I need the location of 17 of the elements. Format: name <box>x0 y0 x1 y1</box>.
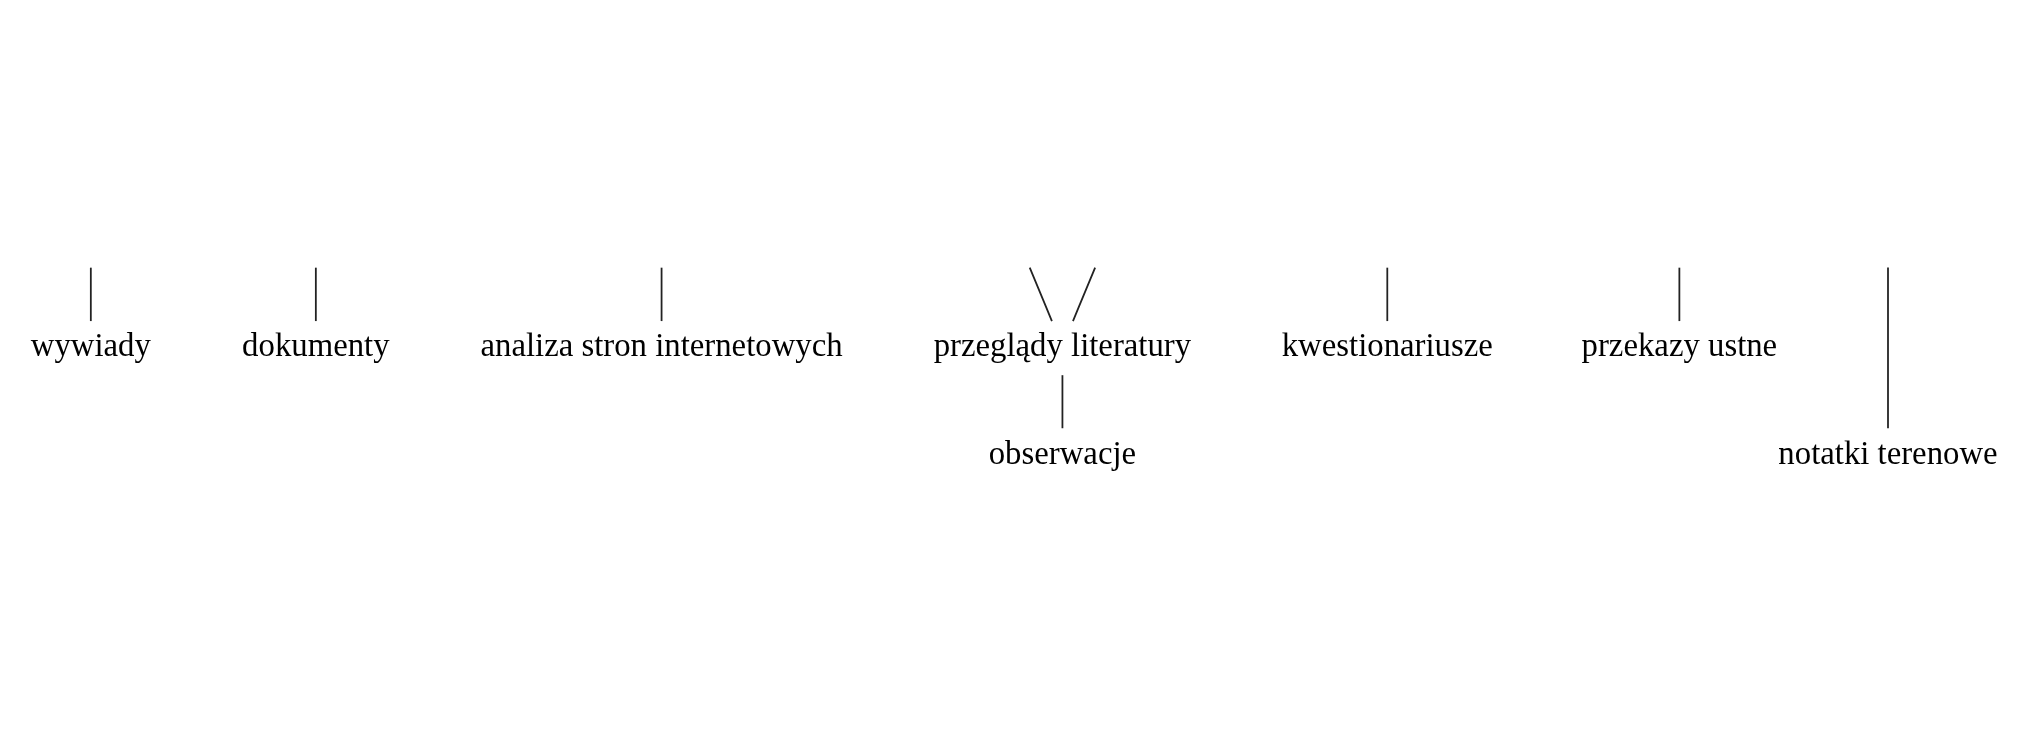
connector <box>1887 266 1889 430</box>
connector <box>1061 374 1064 430</box>
connector <box>314 266 317 322</box>
connector <box>660 266 663 322</box>
node-text: przekazy ustne <box>1581 327 1778 364</box>
connector <box>1678 266 1681 322</box>
node-text: dokumenty <box>242 327 390 364</box>
node-text: notatki terenowe <box>1778 434 1998 471</box>
connector <box>1072 266 1097 322</box>
connector <box>1386 266 1389 322</box>
node-text: przeglądy literatury <box>933 327 1192 364</box>
connector <box>1028 266 1053 322</box>
node-text: kwestionariusze <box>1281 327 1493 364</box>
connector <box>89 266 92 322</box>
node-text: obserwacje <box>988 434 1137 471</box>
node-text: analiza stron internetowych <box>480 327 843 364</box>
node-text: wywiady <box>30 327 151 364</box>
